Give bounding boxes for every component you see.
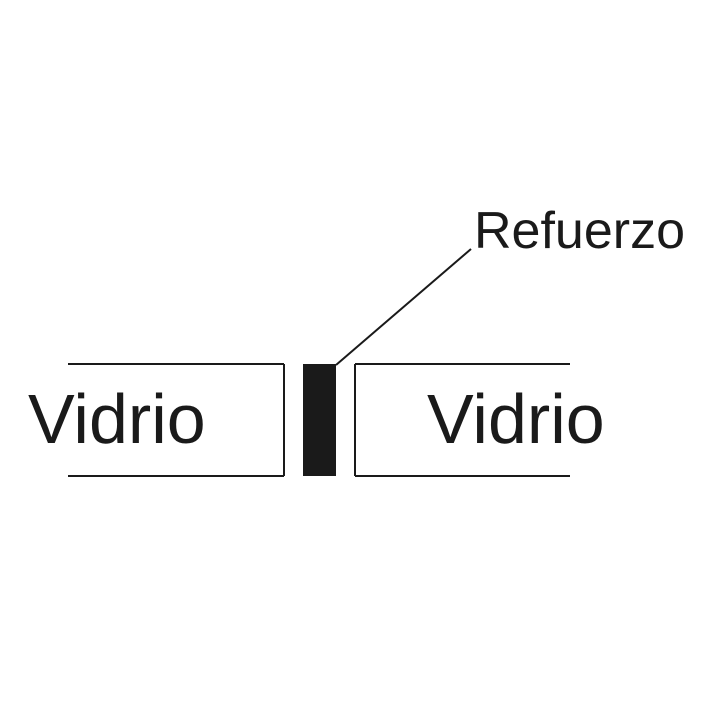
reinforcement-leader-line [335,248,472,366]
right-glass-label: Vidrio [427,380,605,458]
reinforcement-label: Refuerzo [474,202,685,260]
right-glass-panel [354,363,570,477]
left-glass-label: Vidrio [28,380,206,458]
reinforcement-bar [303,364,336,476]
left-glass-panel [68,363,285,477]
